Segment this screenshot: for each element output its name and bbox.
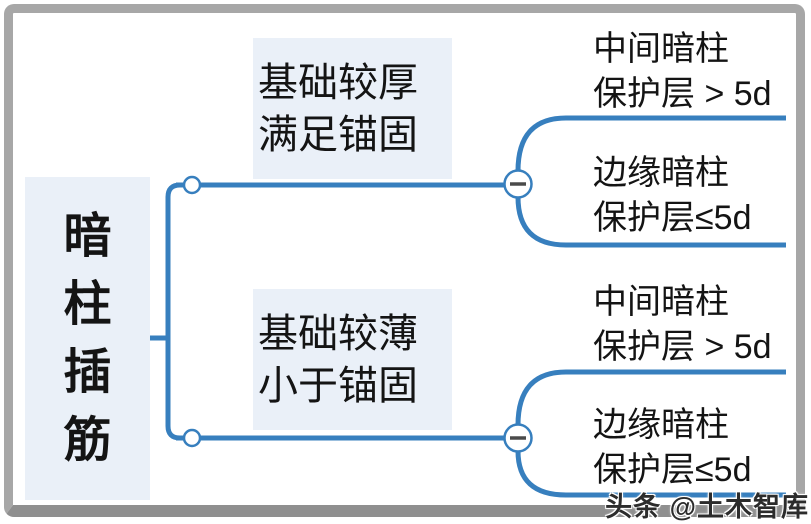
branch2-child1-curve [515,369,786,426]
root-node-label-char: 插 [63,345,112,399]
root-node: 暗 柱 插 筋 [25,177,150,500]
branch1-child1-curve [515,115,786,172]
branch-point-circle [182,175,202,195]
collapse-node[interactable] [503,423,533,453]
watermark: 头条 @土木智库 [605,492,809,522]
branch-node-thick-foundation: 基础较厚 满足锚固 [253,38,452,179]
branch-point-circle [182,428,202,448]
branch1-child2-curve [515,196,786,248]
branch2-child2-curve [515,450,786,498]
root-node-label-char: 暗 [63,209,112,263]
screenshot-frame [4,4,805,517]
leaf-label-line: 边缘暗柱 [593,406,729,444]
leaf-node-middle-column-2: 中间暗柱 保护层 > 5d [593,280,801,370]
leaf-label-line: 边缘暗柱 [593,154,729,192]
collapse-node[interactable] [503,169,533,199]
branch-label-line: 基础较厚 [258,60,418,105]
branch-label-line: 满足锚固 [258,112,418,157]
root-node-label-char: 柱 [63,277,112,331]
leaf-node-edge-column-1: 边缘暗柱 保护层≤5d [593,151,801,241]
leaf-label-line: 保护层≤5d [593,199,752,237]
leaf-node-edge-column-2: 边缘暗柱 保护层≤5d [593,403,801,493]
leaf-label-line: 保护层 > 5d [593,75,772,113]
root-node-label-char: 筋 [63,413,112,467]
root-bracket-line [165,182,181,441]
leaf-node-middle-column-1: 中间暗柱 保护层 > 5d [593,27,801,117]
leaf-label-line: 中间暗柱 [593,283,729,321]
branch-label-line: 小于锚固 [258,363,418,408]
leaf-label-line: 中间暗柱 [593,30,729,68]
leaf-label-line: 保护层≤5d [593,451,752,489]
leaf-label-line: 保护层 > 5d [593,328,772,366]
branch-node-thin-foundation: 基础较薄 小于锚固 [253,289,452,430]
branch-label-line: 基础较薄 [258,311,418,356]
